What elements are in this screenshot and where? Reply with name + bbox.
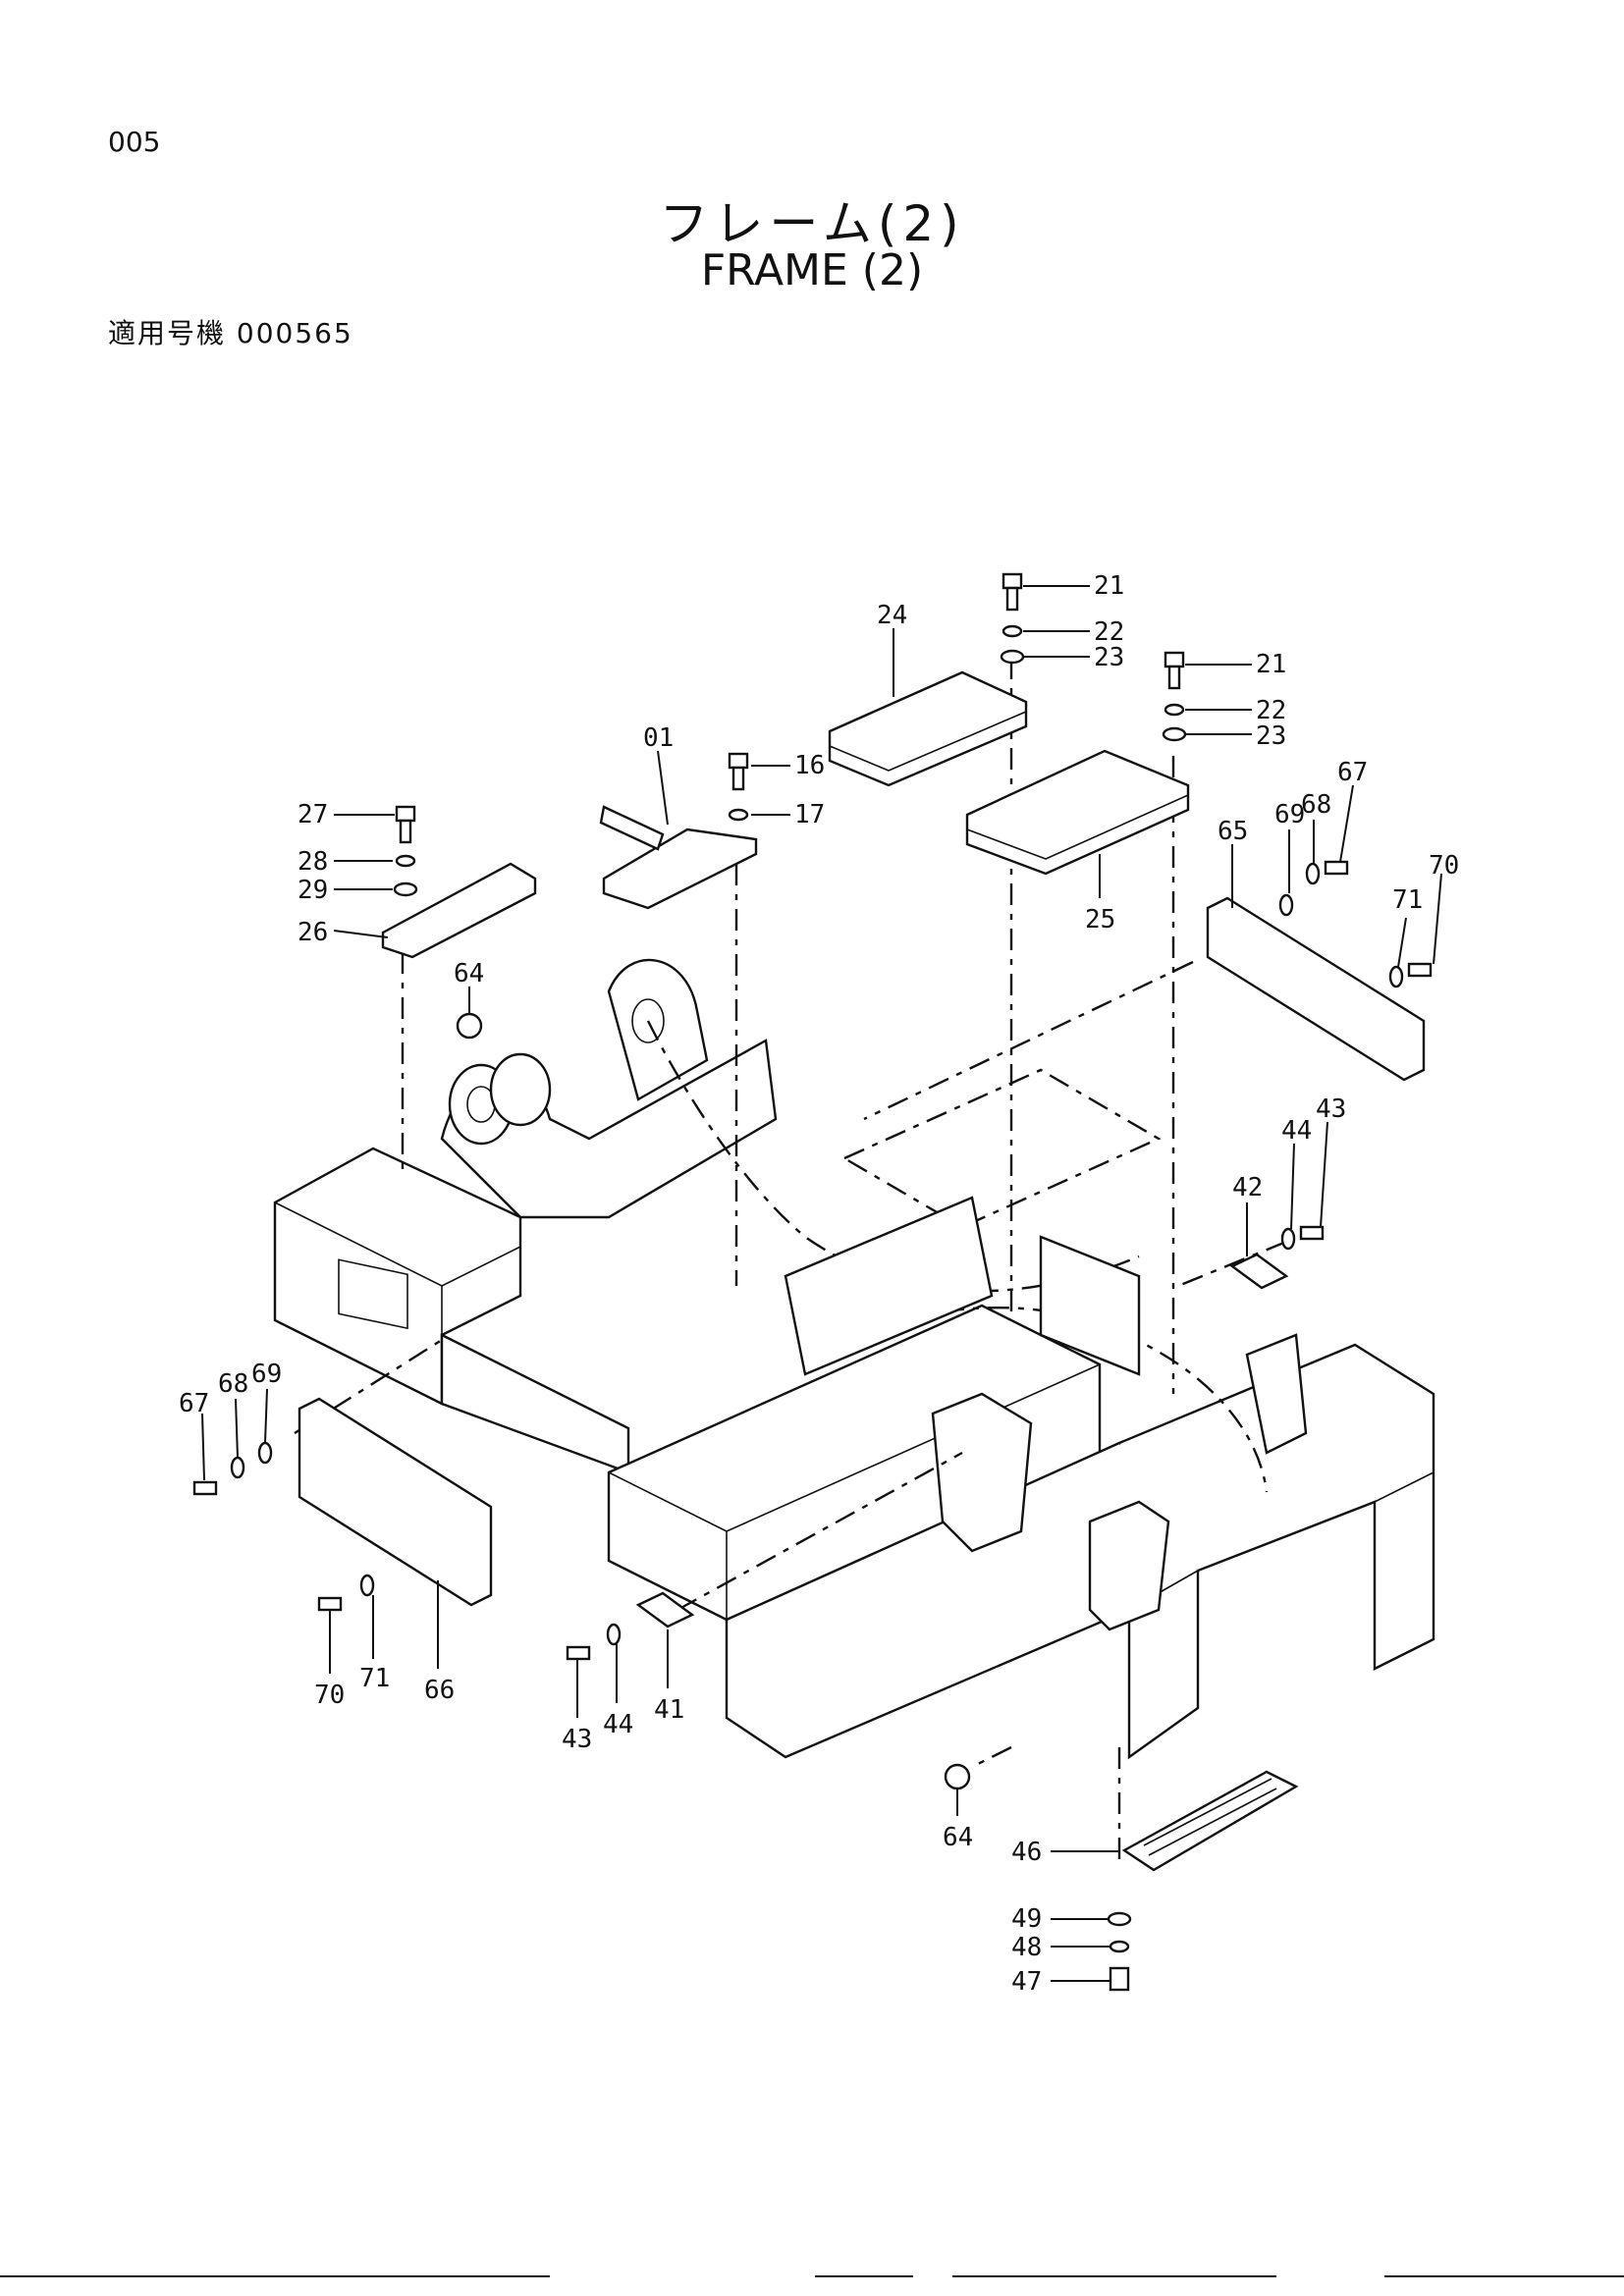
callout-64: 64	[454, 959, 484, 988]
footer-rule	[1384, 2275, 1624, 2277]
plate-25	[965, 749, 1190, 876]
callout-68: 68	[1301, 790, 1331, 820]
callout-41: 41	[654, 1695, 684, 1725]
callout-23: 23	[1256, 721, 1286, 751]
callout-42: 42	[1232, 1173, 1263, 1202]
applicable-serial: 適用号機 000565	[108, 317, 353, 349]
callout-71: 71	[359, 1664, 390, 1693]
callout-44: 44	[603, 1710, 633, 1739]
callout-01: 01	[643, 723, 674, 753]
callout-69: 69	[251, 1360, 282, 1389]
callout-49: 49	[1011, 1904, 1042, 1934]
callout-47: 47	[1011, 1967, 1042, 1997]
plate-66	[298, 1397, 493, 1607]
callout-24: 24	[877, 601, 907, 630]
callout-43: 43	[1316, 1095, 1346, 1124]
main-frame	[273, 958, 1435, 1760]
callout-48: 48	[1011, 1933, 1042, 1962]
callout-22: 22	[1256, 696, 1286, 725]
callout-67: 67	[1337, 758, 1368, 787]
plate-24	[828, 670, 1028, 787]
footer-rule	[952, 2275, 1276, 2277]
callout-21: 21	[1256, 650, 1286, 679]
bracket-01	[602, 828, 758, 910]
callout-67: 67	[179, 1389, 209, 1418]
callout-26: 26	[298, 918, 328, 947]
callout-70: 70	[314, 1681, 345, 1710]
callout-64: 64	[943, 1823, 973, 1852]
callout-17: 17	[794, 800, 825, 829]
callout-16: 16	[794, 751, 825, 780]
leader-lines	[201, 585, 1442, 1982]
callout-69: 69	[1274, 800, 1305, 829]
callout-28: 28	[298, 847, 328, 877]
page-number: 005	[108, 126, 161, 158]
callout-27: 27	[298, 800, 328, 829]
footer-rule	[815, 2275, 913, 2277]
callout-43: 43	[562, 1725, 592, 1754]
callout-66: 66	[424, 1676, 455, 1705]
callout-65: 65	[1218, 817, 1248, 846]
footer-rule	[0, 2275, 550, 2277]
cover-26	[381, 862, 537, 959]
bracket-41	[635, 1591, 695, 1629]
title-english: FRAME (2)	[700, 245, 924, 295]
callout-68: 68	[218, 1369, 248, 1399]
bracket-42	[1229, 1253, 1289, 1290]
callout-71: 71	[1392, 885, 1423, 915]
callout-21: 21	[1094, 571, 1124, 601]
callout-labels: 21 22 23 24 21 22 23 25 01 16 17 27 28 2…	[179, 571, 1459, 1997]
callout-29: 29	[298, 876, 328, 905]
callout-25: 25	[1085, 905, 1115, 934]
assembly-lines	[294, 658, 1287, 1865]
callout-22: 22	[1094, 617, 1124, 647]
plate-65	[1206, 896, 1426, 1082]
callout-70: 70	[1429, 851, 1459, 881]
callout-23: 23	[1094, 643, 1124, 672]
callout-44: 44	[1281, 1116, 1312, 1146]
callout-46: 46	[1011, 1838, 1042, 1867]
title-japanese: フレーム(2)	[659, 195, 965, 252]
